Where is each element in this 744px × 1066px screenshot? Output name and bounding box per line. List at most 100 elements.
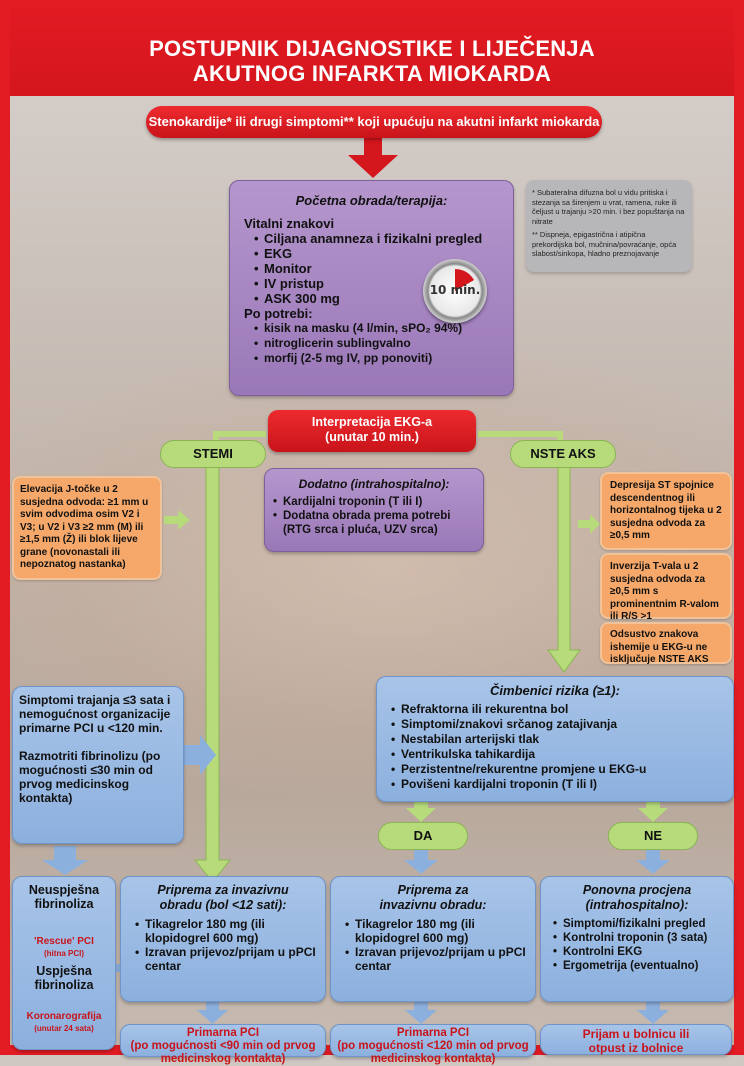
red-down-arrow	[348, 138, 398, 178]
as-needed-item: kisik na masku (4 l/min, sPO₂ 94%)	[254, 321, 513, 336]
prep1-heading: Priprema za invazivnu obradu (bol <12 sa…	[157, 883, 289, 912]
reassess-down-arrow	[637, 1002, 669, 1024]
left-box-text-2: Razmotriti fibrinolizu (po mogućnosti ≤3…	[19, 749, 161, 805]
additional-heading: Dodatno (intrahospitalno):	[298, 477, 450, 491]
risk-item: Refraktorna ili rekurentna bol	[391, 702, 733, 717]
prep2-heading: Priprema za invazivnu obradu:	[379, 883, 487, 912]
blue-right-arrow	[182, 735, 216, 775]
risk-item: Povišeni kardijalni troponin (T ili I)	[391, 777, 733, 792]
nste-criteria-2: Inverzija T-vala u 2 susjedna odvoda za …	[600, 553, 732, 622]
initial-heading: Početna obrada/terapija:	[295, 193, 448, 208]
footnote-1: * Subateralna difuzna bol u vidu pritisk…	[532, 188, 685, 226]
stemi-down-arrow	[193, 457, 232, 883]
header-banner	[0, 0, 744, 96]
ne-label: NE	[608, 822, 698, 850]
stemi-criteria-box: Elevacija J-točke u 2 susjedna odvoda: ≥…	[12, 476, 162, 580]
risk-list: Refraktorna ili rekurentna bol Simptomi/…	[377, 698, 733, 792]
prep1-list: Tikagrelor 180 mg (ili klopidogrel 600 m…	[121, 913, 325, 973]
nste-label: NSTE AKS	[510, 440, 616, 468]
nste-criteria-arrow	[578, 514, 600, 534]
ekg-to-nste-line	[478, 431, 563, 442]
timer-label: 10 min.	[429, 283, 481, 297]
additional-item: Kardijalni troponin (T ili I)	[273, 495, 477, 509]
vital-item: EKG	[254, 246, 513, 261]
footnotes-box: * Subateralna difuzna bol u vidu pritisk…	[526, 180, 692, 272]
risk-heading: Čimbenici rizika (≥1):	[490, 683, 620, 698]
reassess-heading: Ponovna procjena (intrahospitalno):	[582, 883, 692, 912]
risk-item: Simptomi/znakovi srčanog zatajivanja	[391, 717, 733, 732]
risk-factors-box: Čimbenici rizika (≥1): Refraktorna ili r…	[376, 676, 734, 802]
primary-pci-stemi-box: Primarna PCI (po mogućnosti <90 min od p…	[120, 1024, 326, 1065]
timer-icon: 10 min.	[423, 259, 487, 323]
vital-list: Ciljana anamneza i fizikalni pregled EKG…	[244, 231, 513, 306]
prep2-item: Izravan prijevoz/prijam u pPCI centar	[345, 945, 529, 973]
prep2-down-arrow	[405, 1002, 437, 1024]
additional-list: Kardijalni troponin (T ili I) Dodatna ob…	[265, 491, 483, 537]
risk-item: Ventrikulska tahikardija	[391, 747, 733, 762]
prep2-list: Tikagrelor 180 mg (ili klopidogrel 600 m…	[331, 913, 535, 973]
vital-item: Ciljana anamneza i fizikalni pregled	[254, 231, 513, 246]
reassessment-box: Ponovna procjena (intrahospitalno): Simp…	[540, 876, 734, 1002]
page-title: POSTUPNIK DIJAGNOSTIKE I LIJEČENJA AKUTN…	[0, 36, 744, 86]
prep2-item: Tikagrelor 180 mg (ili klopidogrel 600 m…	[345, 917, 529, 945]
reassess-item: Kontrolni EKG	[553, 945, 729, 959]
as-needed-item: morfij (2-5 mg IV, pp ponoviti)	[254, 351, 513, 366]
risk-item: Nestabilan arterijski tlak	[391, 732, 733, 747]
primary-pci-nste-box: Primarna PCI (po mogućnosti <120 min od …	[330, 1024, 536, 1065]
rescue-pci-sub: (hitna PCI)	[44, 949, 84, 958]
as-needed-label: Po potrebi:	[244, 306, 313, 321]
pci1-line2: (po mogućnosti <90 min od prvog medicins…	[130, 1040, 316, 1065]
da-arrow	[406, 800, 436, 822]
initial-assessment-box: Početna obrada/terapija: Vitalni znakovi…	[229, 180, 514, 396]
pci2-line1: Primarna PCI	[396, 1027, 470, 1039]
nste-down-arrow	[547, 457, 581, 673]
ekg-to-stemi-line	[213, 431, 266, 442]
as-needed-list: kisik na masku (4 l/min, sPO₂ 94%) nitro…	[244, 321, 513, 366]
successful-fibrinolysis: Uspješna fibrinoliza	[34, 964, 94, 992]
timer-red-segment	[433, 269, 477, 313]
prep-invasive-stemi-box: Priprema za invazivnu obradu (bol <12 sa…	[120, 876, 326, 1002]
vital-item: Monitor	[254, 261, 513, 276]
left-box-text-1: Simptomi trajanja ≤3 sata i nemogućnost …	[19, 693, 171, 735]
pci2-line2: (po mogućnosti <120 min od prvog medicin…	[337, 1040, 529, 1065]
prep-invasive-nste-box: Priprema za invazivnu obradu: Tikagrelor…	[330, 876, 536, 1002]
reassess-list: Simptomi/fizikalni pregled Kontrolni tro…	[541, 913, 733, 973]
failed-fibrinolysis: Neuspješna fibrinoliza	[28, 883, 100, 911]
ekg-line-2: (unutar 10 min.)	[325, 430, 419, 444]
reassess-item: Kontrolni troponin (3 sata)	[553, 931, 729, 945]
ne-arrow	[638, 800, 668, 822]
vital-signs-label: Vitalni znakovi	[244, 216, 335, 231]
additional-box: Dodatno (intrahospitalno): Kardijalni tr…	[264, 468, 484, 552]
blue-down-arrow-left	[42, 846, 88, 875]
admission-box: Prijam u bolnicu ili otpust iz bolnice	[540, 1024, 732, 1055]
title-line-2: AKUTNOG INFARKTA MIOKARDA	[192, 61, 552, 86]
pci1-line1: Primarna PCI	[186, 1027, 260, 1039]
risk-item: Perzistentne/rekurentne promjene u EKG-u	[391, 762, 733, 777]
coronarography-sub: (unutar 24 sata)	[34, 1024, 94, 1033]
coronarography: Koronarografija	[26, 1011, 102, 1022]
stemi-label: STEMI	[160, 440, 266, 468]
title-line-1: POSTUPNIK DIJAGNOSTIKE I LIJEČENJA	[149, 36, 595, 61]
rescue-pci: 'Rescue' PCI	[34, 936, 94, 947]
da-label: DA	[378, 822, 468, 850]
da-down-arrow	[404, 848, 438, 874]
ekg-interpretation-box: Interpretacija EKG-a (unutar 10 min.)	[268, 410, 476, 452]
prep1-down-arrow	[197, 1002, 228, 1024]
nste-criteria-1: Depresija ST spojnice descendentnog ili …	[600, 472, 732, 550]
additional-item: Dodatna obrada prema potrebi (RTG srca i…	[273, 509, 477, 537]
stemi-criteria-arrow	[164, 510, 190, 530]
vital-item: IV pristup	[254, 276, 513, 291]
ne-down-arrow	[636, 848, 670, 874]
prep1-item: Tikagrelor 180 mg (ili klopidogrel 600 m…	[135, 917, 319, 945]
ekg-line-1: Interpretacija EKG-a	[311, 415, 433, 429]
symptoms-pill: Stenokardije* ili drugi simptomi** koji …	[146, 106, 602, 138]
reassess-item: Simptomi/fizikalni pregled	[553, 917, 729, 931]
fibrinolysis-outcome-box: Neuspješna fibrinoliza 'Rescue' PCI (hit…	[12, 876, 116, 1050]
footnote-2: ** Dispneja, epigastrična i atipična pre…	[532, 230, 677, 258]
prep1-item: Izravan prijevoz/prijam u pPCI centar	[135, 945, 319, 973]
fibrinolysis-consider-box: Simptomi trajanja ≤3 sata i nemogućnost …	[12, 686, 184, 844]
vital-item: ASK 300 mg	[254, 291, 513, 306]
as-needed-item: nitroglicerin sublingvalno	[254, 336, 513, 351]
reassess-item: Ergometrija (eventualno)	[553, 959, 729, 973]
nste-criteria-3: Odsustvo znakova ishemije u EKG-u ne isk…	[600, 622, 732, 665]
